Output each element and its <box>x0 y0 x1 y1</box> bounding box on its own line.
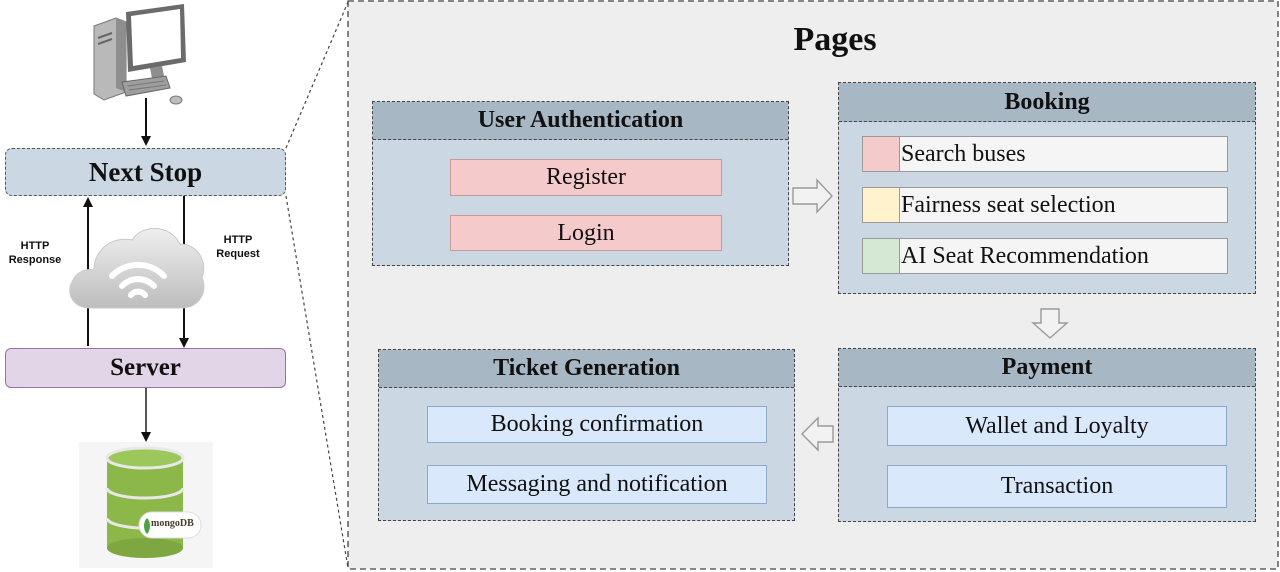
search-buses-label: Search buses <box>901 140 1026 167</box>
client-box: Next Stop <box>5 148 286 196</box>
http-request-line1: HTTP <box>223 234 253 246</box>
ai-seat-recommendation-item[interactable]: AI Seat Recommendation <box>862 238 1228 274</box>
payment-header: Payment <box>839 349 1255 387</box>
ticket-generation-header: Ticket Generation <box>379 350 794 388</box>
booking-confirmation-item[interactable]: Booking confirmation <box>427 406 767 443</box>
http-request-label: HTTP Request <box>212 233 264 261</box>
http-request-line2: Request <box>216 248 260 260</box>
login-item[interactable]: Login <box>450 215 722 251</box>
register-item[interactable]: Register <box>450 159 722 196</box>
pages-title: Pages <box>793 21 877 58</box>
fairness-seat-swatch <box>863 188 900 222</box>
user-authentication-header: User Authentication <box>373 102 788 140</box>
ticket-generation-panel: Ticket Generation Booking confirmation M… <box>378 349 795 521</box>
server-box: Server <box>5 348 286 388</box>
http-response-line2: Response <box>8 254 62 266</box>
http-response-label: HTTP Response <box>6 239 64 267</box>
mongodb-logo-text: mongoDB <box>151 518 194 529</box>
booking-panel: Booking Search buses Fairness seat selec… <box>838 82 1256 294</box>
search-buses-swatch <box>863 137 900 171</box>
user-authentication-panel: User Authentication Register Login <box>372 101 789 266</box>
http-response-line1: HTTP <box>20 240 50 252</box>
transaction-item[interactable]: Transaction <box>887 465 1227 508</box>
cloud-wifi-icon <box>69 228 205 309</box>
booking-header: Booking <box>839 83 1255 122</box>
payment-panel: Payment Wallet and Loyalty Transaction <box>838 348 1256 522</box>
ai-seat-swatch <box>863 239 900 273</box>
desktop-computer-icon <box>93 4 186 105</box>
fairness-seat-label: Fairness seat selection <box>901 191 1116 218</box>
fairness-seat-selection-item[interactable]: Fairness seat selection <box>862 187 1228 223</box>
zoom-line-bottom <box>285 195 349 569</box>
payment-to-ticket-flow-arrow <box>801 416 834 452</box>
database-icon: mongoDB <box>79 442 213 568</box>
auth-to-booking-flow-arrow <box>792 178 833 214</box>
messaging-notification-item[interactable]: Messaging and notification <box>427 465 767 504</box>
wallet-loyalty-item[interactable]: Wallet and Loyalty <box>887 406 1227 446</box>
search-buses-item[interactable]: Search buses <box>862 136 1228 172</box>
ai-seat-label: AI Seat Recommendation <box>901 242 1149 269</box>
booking-to-payment-flow-arrow <box>1031 308 1069 339</box>
zoom-line-top <box>285 1 349 149</box>
